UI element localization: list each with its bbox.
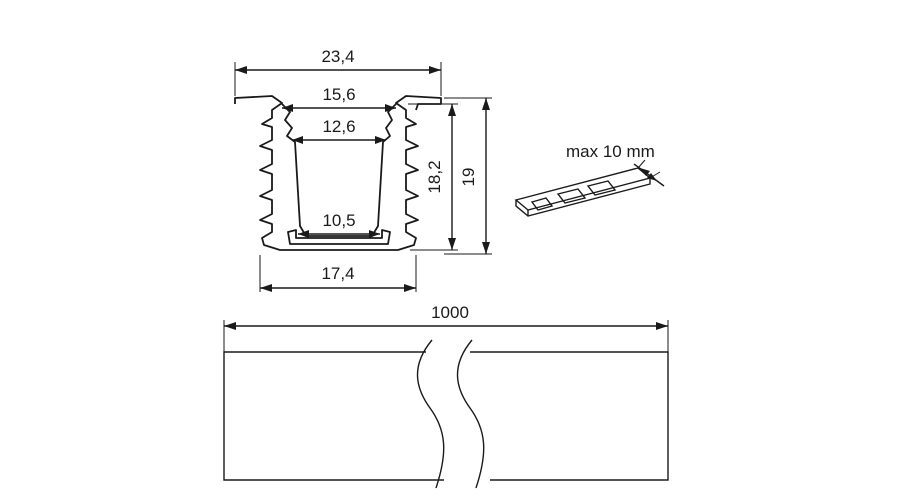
dimension-inner-depth: 18,2 — [425, 104, 456, 250]
dimension-top-width: 23,4 — [235, 47, 441, 74]
dim-label-length: 1000 — [431, 303, 469, 322]
dim-label-inner-bottom-width: 10,5 — [322, 211, 355, 230]
break-line-left — [416, 339, 445, 489]
dim-label-inner-top-width: 15,6 — [322, 85, 355, 104]
led-strip-max-width-label: max 10 mm — [566, 142, 655, 161]
dim-label-bottom-width: 17,4 — [321, 264, 354, 283]
led-chips — [530, 180, 617, 211]
dim-label-inner-depth: 18,2 — [425, 160, 444, 193]
profile-side-view: 1000 — [223, 303, 669, 489]
dimension-inner-mid-width: 12,6 — [292, 117, 386, 144]
dimension-inner-top-width: 15,6 — [282, 85, 396, 112]
profile-channel-floor — [287, 229, 391, 245]
profile-outline — [234, 95, 442, 251]
led-chip — [586, 180, 617, 196]
dim-label-top-width: 23,4 — [321, 47, 354, 66]
break-line-right — [456, 339, 485, 489]
extension-lines — [234, 62, 492, 292]
dim-label-total-height: 19 — [459, 168, 478, 187]
side-view-right-segment — [470, 351, 669, 481]
profile-inner-channel — [281, 103, 397, 237]
side-view-left-segment — [223, 351, 444, 481]
dimension-bottom-width: 17,4 — [260, 264, 416, 292]
dimension-inner-bottom-width: 10,5 — [298, 211, 380, 238]
profile-cross-section — [234, 95, 442, 251]
led-chip — [556, 188, 587, 204]
dim-label-inner-mid-width: 12,6 — [322, 117, 355, 136]
dimension-total-height: 19 — [459, 98, 490, 254]
led-chip — [530, 197, 554, 211]
led-strip: max 10 mm — [514, 142, 665, 217]
